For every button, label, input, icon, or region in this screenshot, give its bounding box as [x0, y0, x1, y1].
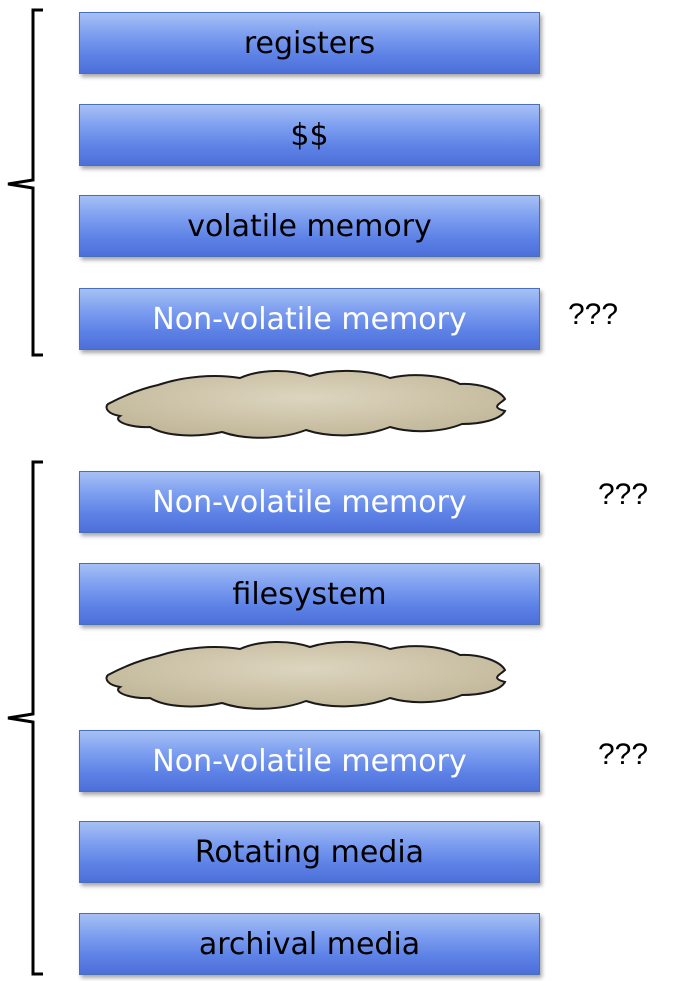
layer-label: $$ [290, 117, 329, 153]
layer-non-volatile-memory-3: Non-volatile memory [79, 730, 540, 792]
layer-label: Non-volatile memory [152, 484, 467, 520]
layer-label: registers [243, 25, 376, 61]
layer-non-volatile-memory-1: Non-volatile memory [79, 288, 540, 350]
layer-cache: $$ [79, 104, 540, 166]
layer-filesystem: filesystem [79, 563, 540, 625]
layer-rotating-media: Rotating media [79, 821, 540, 883]
layer-volatile-memory: volatile memory [79, 195, 540, 257]
layer-non-volatile-memory-2: Non-volatile memory [79, 471, 540, 533]
layer-label: Rotating media [194, 834, 425, 870]
layer-label: Non-volatile memory [152, 743, 467, 779]
layer-label: volatile memory [187, 208, 432, 244]
bottom-bracket [7, 460, 43, 976]
layer-label: archival media [198, 926, 421, 962]
question-annotation-3: ??? [598, 738, 649, 771]
layer-registers: registers [79, 12, 540, 74]
cloud-2 [105, 640, 507, 710]
cloud-1 [105, 369, 507, 439]
layer-label: Non-volatile memory [152, 301, 467, 337]
layer-label: filesystem [232, 576, 387, 612]
question-annotation-1: ??? [568, 298, 619, 331]
layer-archival-media: archival media [79, 913, 540, 975]
top-bracket [7, 8, 43, 357]
question-annotation-2: ??? [598, 478, 649, 511]
